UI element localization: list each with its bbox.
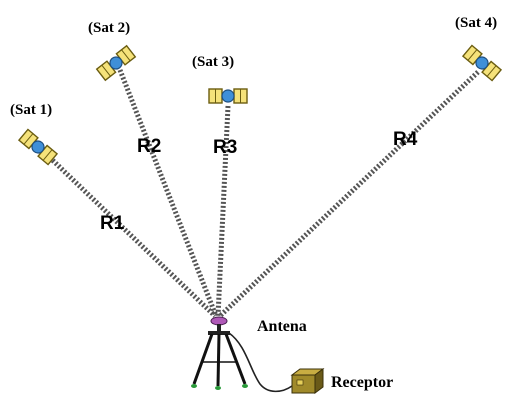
receiver-label: Receptor <box>331 374 393 391</box>
receiver-icon <box>290 368 325 394</box>
tripod-leg-right <box>224 333 247 385</box>
satellite-body <box>31 140 45 154</box>
signal-path-sat-4 <box>218 70 480 318</box>
tripod-foot <box>191 384 197 388</box>
satellite-1 <box>17 128 59 166</box>
antenna-tripod <box>191 316 248 390</box>
satellite-3-label: (Sat 3) <box>192 54 234 70</box>
signal-path-sat-2 <box>117 69 219 317</box>
signal-path-sat-3 <box>215 105 231 317</box>
satellite-body <box>109 56 123 70</box>
satellite-3 <box>208 88 248 104</box>
range-label-r1: R1 <box>100 213 125 234</box>
satellite-2 <box>95 44 137 82</box>
tripod-leg-center <box>216 333 221 387</box>
antenna-icon <box>210 316 228 326</box>
antenna-label: Antena <box>257 318 307 335</box>
tripod-foot <box>215 386 221 390</box>
signal-path-sat-1 <box>42 150 217 318</box>
antenna-cable <box>228 332 293 393</box>
tripod-leg-left <box>192 333 214 385</box>
satellite-1-label: (Sat 1) <box>10 102 52 118</box>
range-label-r3: R3 <box>213 137 237 158</box>
satellite-body <box>475 56 489 70</box>
satellite-4-label: (Sat 4) <box>455 15 497 31</box>
range-label-r2: R2 <box>137 136 161 157</box>
satellite-body <box>221 89 235 103</box>
range-label-r4: R4 <box>393 129 418 150</box>
signal-paths <box>42 69 480 318</box>
satellite-4 <box>461 44 503 82</box>
satellite-2-label: (Sat 2) <box>88 20 130 36</box>
tripod-foot <box>242 384 248 388</box>
